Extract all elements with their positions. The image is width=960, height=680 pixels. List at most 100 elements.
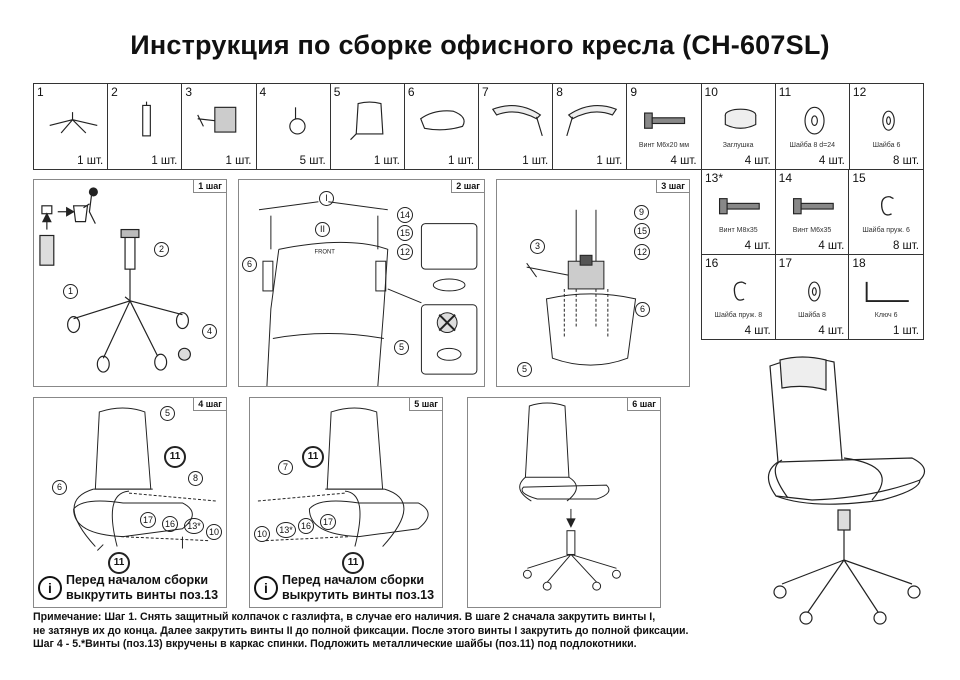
part-quantity: 1 шт. — [522, 155, 549, 167]
warning-line: Перед началом сборки — [66, 573, 209, 587]
part-quantity: 4 шт. — [744, 239, 771, 252]
part-cell: 3 1 шт. — [182, 84, 257, 169]
label-callout: 15 — [634, 223, 650, 239]
part-quantity: 1 шт. — [77, 155, 104, 167]
step-6-panel: 6 шаг — [467, 397, 661, 608]
part-cell: 1 1 шт. — [34, 84, 109, 169]
label-callout: 10 — [254, 526, 270, 542]
step-3-panel: 3 шаг 9 15 12 3 6 5 — [496, 179, 690, 387]
label-callout: 17 — [320, 514, 336, 530]
part-quantity: 4 шт. — [818, 239, 845, 252]
warning-line: выкрутить винты поз.13 — [66, 588, 219, 602]
warning-line: выкрутить винты поз.13 — [282, 588, 435, 602]
label-callout: 6 — [52, 480, 67, 495]
label-callout: 2 — [154, 242, 169, 257]
part-quantity: 4 шт. — [818, 155, 845, 167]
part-caption: Винт М8х35 — [719, 226, 758, 234]
part-number: 1 — [37, 85, 44, 99]
label-callout: 12 — [397, 244, 413, 260]
part-quantity: 5 шт. — [299, 155, 326, 167]
warning-line: Перед началом сборки — [282, 573, 425, 587]
part-number: 2 — [111, 85, 118, 99]
step-1-diagram — [39, 187, 191, 373]
step-3-diagram — [526, 209, 637, 366]
step-6-diagram — [519, 402, 621, 591]
label-callout: 1 — [63, 284, 78, 299]
part-caption: Заглушка — [722, 142, 754, 149]
part-number: 3 — [185, 85, 193, 99]
part-number: 16 — [705, 255, 719, 270]
part-quantity: 8 шт. — [893, 155, 920, 167]
part-caption: Шайба 8 — [798, 312, 826, 319]
step-4-diagram — [73, 407, 217, 551]
step-tag: 4 шаг — [193, 398, 226, 411]
part-quantity: 1 шт. — [151, 155, 178, 167]
part-cell: 4 5 шт. — [257, 84, 331, 169]
step-tag: 5 шаг — [409, 398, 442, 411]
part-number: 15 — [852, 171, 866, 185]
step-tag: 2 шаг — [451, 180, 484, 193]
label-callout: 15 — [397, 225, 413, 241]
part-quantity: 4 шт. — [744, 155, 771, 167]
part-number: 7 — [482, 85, 489, 99]
chair-icon — [767, 356, 926, 625]
label-callout: 12 — [634, 244, 650, 260]
part-quantity: 1 шт. — [373, 155, 400, 167]
part-number: 5 — [333, 85, 341, 99]
part-number: 6 — [407, 85, 415, 99]
part-caption: Шайба 8 d=24 — [789, 142, 836, 149]
label-callout: 16 — [162, 516, 178, 532]
assembly-note: Примечание: Шаг 1. Снять защитный колпач… — [33, 611, 933, 652]
label-callout: 8 — [188, 471, 203, 486]
label-callout: 5 — [160, 406, 175, 421]
label-callout: 6 — [242, 257, 257, 272]
label-callout: 5 — [517, 362, 532, 377]
part-number: 12 — [852, 85, 867, 99]
part-quantity: 4 шт. — [744, 325, 771, 337]
label-callout: I — [319, 191, 334, 206]
part-cell: 13* Винт М8х35 4 шт. — [702, 170, 776, 255]
step-tag: 3 шаг — [656, 180, 689, 193]
part-cell: 7 1 шт. — [479, 84, 554, 169]
part-caption: Ключ 6 — [874, 312, 898, 319]
part-quantity: 1 шт. — [596, 155, 623, 167]
svg-text:FRONT: FRONT — [314, 249, 335, 255]
label-callout: 13* — [276, 522, 296, 538]
page-title: Инструкция по сборке офисного кресла (CH… — [130, 30, 830, 60]
part-number: 17 — [778, 255, 793, 270]
label-callout: 14 — [397, 207, 413, 223]
part-quantity: 4 шт. — [818, 325, 845, 337]
note-line: Примечание: Шаг 1. Снять защитный колпач… — [33, 611, 656, 623]
assembled-chair-illustration — [752, 350, 932, 630]
part-quantity: 8 шт. — [892, 239, 919, 252]
label-callout: 10 — [206, 524, 222, 540]
label-callout: 6 — [635, 302, 650, 317]
part-number: 4 — [259, 85, 267, 99]
part-number: 13* — [705, 171, 724, 185]
label-callout: 9 — [634, 205, 649, 220]
note-line: не затянув их до конца. Далее закрутить … — [33, 624, 689, 637]
label-callout: 11 — [164, 446, 186, 468]
label-callout: 11 — [302, 446, 324, 468]
step-2-diagram: FRONT — [258, 201, 478, 386]
part-number: 14 — [778, 171, 793, 185]
step-2-panel: 2 шаг FRONT I II 14 15 12 6 5 — [238, 179, 485, 387]
part-quantity: 1 шт. — [225, 155, 252, 167]
part-caption: Шайба пруж. 8 — [714, 312, 763, 319]
part-caption: Шайба 6 — [872, 142, 901, 149]
label-callout: II — [315, 222, 330, 237]
label-callout: 11 — [108, 552, 130, 574]
part-quantity: 4 шт. — [670, 155, 697, 167]
